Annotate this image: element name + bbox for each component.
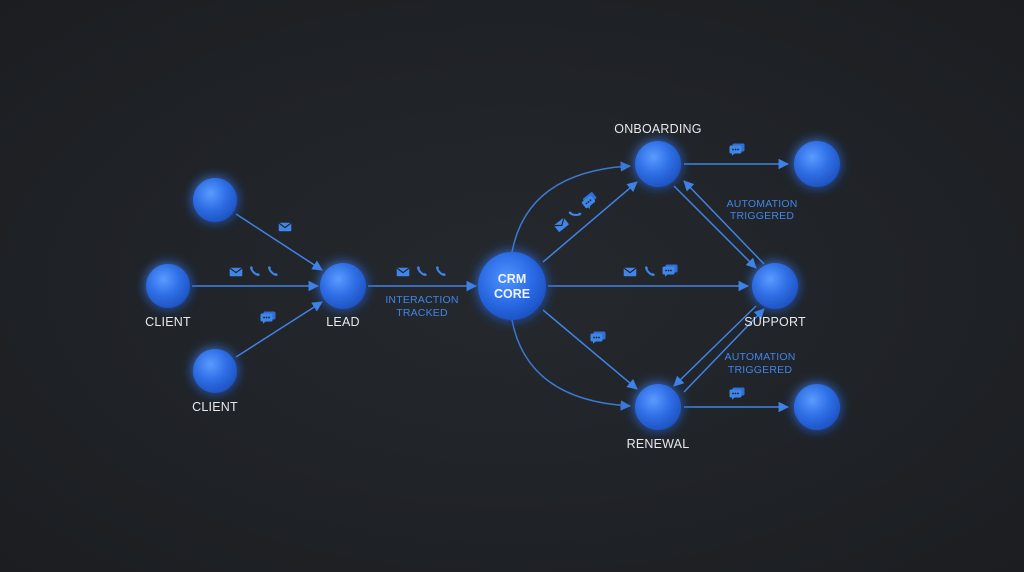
edge-client-top-to-lead (235, 213, 323, 271)
nodes (146, 141, 840, 430)
client-left-label: CLIENT (145, 315, 191, 329)
lead-node (320, 263, 366, 309)
mail-icon (229, 267, 243, 277)
automation-triggered-label-top-line2: TRIGGERED (730, 210, 794, 222)
renewal-end-node (794, 384, 840, 430)
phone-icon (568, 206, 582, 220)
edge-onboarding-to-support (673, 185, 757, 269)
edge-renewal-to-support (683, 308, 765, 393)
interaction-tracked-label-line2: TRACKED (396, 307, 448, 319)
node-labels: CLIENT CLIENT LEAD CRM CORE ONBOARDING S… (145, 122, 806, 451)
phone-icon (417, 266, 427, 276)
crm-core-node (478, 252, 546, 320)
mail-icon (553, 217, 570, 233)
edge-support-to-onboarding (683, 180, 765, 265)
edges (192, 158, 790, 413)
automation-triggered-label-bottom-line2: TRIGGERED (728, 364, 792, 376)
edge-core-to-renewal (542, 309, 638, 390)
client-node-top (193, 178, 237, 222)
onboarding-label: ONBOARDING (614, 122, 701, 136)
chat-icon (260, 311, 276, 324)
edge-core-to-onboarding-curve (511, 161, 632, 253)
onboarding-node (635, 141, 681, 187)
renewal-label: RENEWAL (627, 437, 690, 451)
edge-support-to-renewal (673, 305, 757, 387)
mail-icon (278, 222, 292, 232)
client-node-bottom (193, 349, 237, 393)
phone-icon (250, 266, 260, 276)
crm-core-label-line1: CRM (498, 272, 526, 286)
phone-icon (268, 266, 278, 276)
chat-icon (580, 191, 600, 211)
phone-icon (436, 266, 446, 276)
edge-core-to-renewal-curve (511, 319, 632, 411)
core-onboarding-icons (553, 191, 600, 233)
chat-icon (729, 387, 745, 400)
edge-core-to-onboarding (542, 181, 638, 263)
renewal-node (635, 384, 681, 430)
edge-labels: INTERACTION TRACKED AUTOMATION TRIGGERED… (385, 198, 797, 376)
chat-icon (662, 264, 678, 277)
chat-icon (729, 143, 745, 156)
client-node-left (146, 264, 190, 308)
automation-triggered-label-top-line1: AUTOMATION (726, 198, 797, 210)
support-node (752, 263, 798, 309)
chat-icon (590, 331, 606, 344)
automation-triggered-label-bottom-line1: AUTOMATION (724, 351, 795, 363)
client-bottom-label: CLIENT (192, 400, 238, 414)
interaction-tracked-label-line1: INTERACTION (385, 294, 458, 306)
edge-client-bottom-to-lead (235, 301, 323, 358)
mail-icon (396, 267, 410, 277)
crm-core-label-line2: CORE (494, 287, 530, 301)
onboarding-end-node (794, 141, 840, 187)
lead-label: LEAD (326, 315, 359, 329)
mail-icon (623, 267, 637, 277)
support-label: SUPPORT (744, 315, 806, 329)
phone-icon (645, 266, 655, 276)
